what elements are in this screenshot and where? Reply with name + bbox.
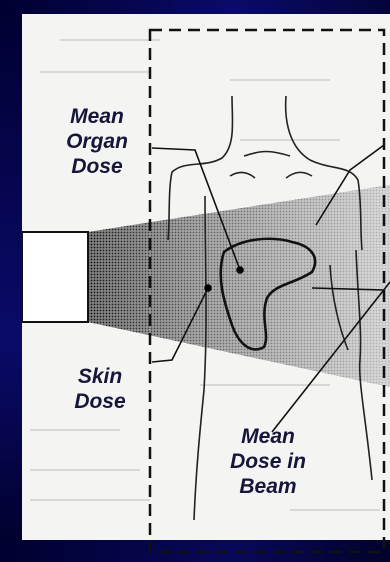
xray-source-box xyxy=(22,232,88,322)
mean-dose-in-beam-label: Mean Dose in Beam xyxy=(206,424,330,499)
organ-dose-point xyxy=(236,266,244,274)
xray-beam xyxy=(88,185,390,387)
mean-organ-dose-label: Mean Organ Dose xyxy=(42,104,152,179)
skin-dose-point xyxy=(204,284,212,292)
skin-dose-label: Skin Dose xyxy=(50,364,150,414)
